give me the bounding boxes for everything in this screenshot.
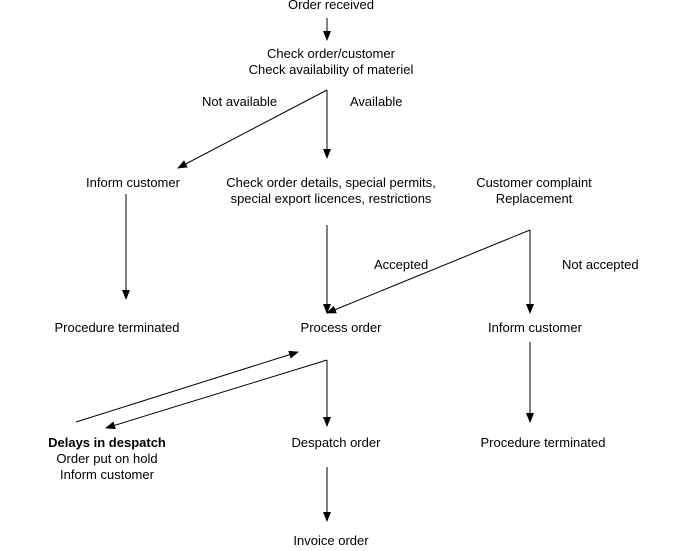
node-order-received-label: Order received xyxy=(288,0,374,12)
node-delays-in-despatch: Delays in despatch Order put on hold Inf… xyxy=(27,435,187,483)
inform-customer-right-label: Inform customer xyxy=(488,320,582,335)
arrow-check-to-inform-customer xyxy=(177,89,328,169)
node-check-order: Check order/customer Check availability … xyxy=(206,46,456,78)
check-order-line-1: Check order/customer xyxy=(267,46,395,61)
arrow-complaint-to-process xyxy=(326,229,531,314)
customer-complaint-line-2: Replacement xyxy=(495,191,573,206)
process-order-label: Process order xyxy=(300,320,382,335)
delays-line-2: Order put on hold xyxy=(56,451,158,466)
edge-label-available: Available xyxy=(350,94,403,109)
invoice-order-label: Invoice order xyxy=(293,533,369,548)
customer-complaint-line-1: Customer complaint xyxy=(476,175,592,190)
node-process-order: Process order xyxy=(276,320,406,336)
edge-label-not-available: Not available xyxy=(202,94,278,109)
node-procedure-terminated-left: Procedure terminated xyxy=(37,320,197,336)
node-despatch-order: Despatch order xyxy=(271,435,401,451)
node-procedure-terminated-right: Procedure terminated xyxy=(463,435,623,451)
arrow-delays-to-process xyxy=(75,350,299,423)
check-details-line-2: special export licences, restrictions xyxy=(230,191,432,206)
check-details-line-1: Check order details, special permits, xyxy=(226,175,436,190)
node-invoice-order: Invoice order xyxy=(271,533,391,549)
edge-label-accepted: Accepted xyxy=(374,257,429,272)
check-order-line-2: Check availability of materiel xyxy=(248,62,414,77)
delays-title: Delays in despatch xyxy=(48,435,166,450)
node-order-received: Order received xyxy=(231,0,431,13)
procedure-terminated-left-label: Procedure terminated xyxy=(54,320,180,335)
node-check-details: Check order details, special permits, sp… xyxy=(196,175,466,207)
edge-label-not-accepted: Not accepted xyxy=(562,257,639,272)
delays-line-3: Inform customer xyxy=(60,467,154,482)
node-customer-complaint: Customer complaint Replacement xyxy=(464,175,604,207)
arrow-process-to-delays xyxy=(105,359,328,430)
node-inform-customer-right: Inform customer xyxy=(470,320,600,336)
node-inform-customer-left: Inform customer xyxy=(58,175,208,191)
inform-customer-left-label: Inform customer xyxy=(86,175,180,190)
despatch-order-label: Despatch order xyxy=(291,435,381,450)
procedure-terminated-right-label: Procedure terminated xyxy=(480,435,606,450)
